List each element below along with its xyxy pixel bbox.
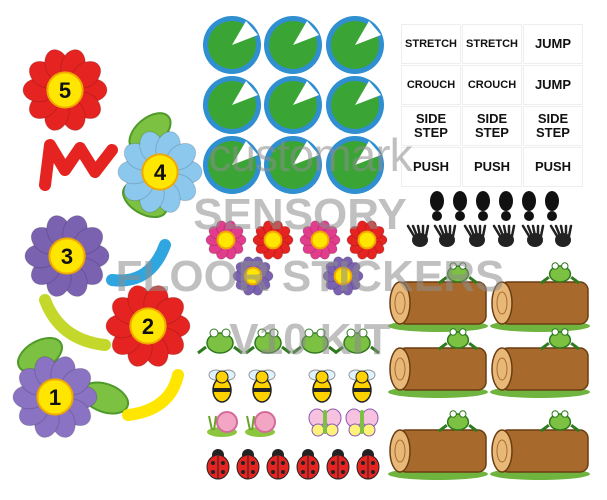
- leaping-frog-icon: [292, 328, 338, 355]
- word-card: SIDE STEP: [462, 106, 522, 146]
- sitting-frog-icon: [437, 262, 479, 285]
- sitting-frog-icon: [539, 262, 581, 285]
- word-card: PUSH: [462, 147, 522, 187]
- footprint-icon: [453, 191, 467, 221]
- small-flower-icon: [346, 220, 388, 260]
- small-flower-icon: [252, 220, 294, 260]
- word-card: CROUCH: [462, 65, 522, 105]
- handprint-icon: [433, 224, 457, 247]
- handprint-icon: [492, 224, 516, 247]
- watermark-brand: customark: [208, 129, 412, 181]
- number-flower-2: 2: [105, 285, 191, 367]
- ladybug-icon: [236, 449, 260, 480]
- number-flower-5: 5: [22, 49, 108, 131]
- lily-pad-icon: [203, 16, 261, 74]
- lily-pad-icon: [264, 76, 322, 134]
- snail-icon: [207, 411, 238, 437]
- number-flower-4: 4: [117, 131, 203, 213]
- number-flower-1: 1: [12, 356, 98, 438]
- footprint-icon: [476, 191, 490, 221]
- handprint-icon: [521, 224, 545, 247]
- watermark-line2: FLOOR STICKERS: [115, 252, 505, 301]
- sitting-frog-icon: [437, 328, 479, 351]
- footprint-icon: [499, 191, 513, 221]
- word-card: STRETCH: [462, 24, 522, 64]
- lily-pad-icon: [264, 136, 322, 194]
- sitting-frog-icon: [437, 410, 479, 433]
- curved-arrow-icon: [106, 239, 171, 287]
- sitting-frog-icon: [539, 410, 581, 433]
- watermark-line1: SENSORY: [193, 190, 407, 239]
- small-flower-icon: [205, 220, 247, 260]
- butterfly-icon: [308, 408, 342, 437]
- ladybug-icon: [296, 449, 320, 480]
- small-flower-icon: [232, 256, 274, 296]
- footprint-icon: [545, 191, 559, 221]
- ladybug-icon: [266, 449, 290, 480]
- leaping-frog-icon: [197, 328, 243, 355]
- flower-number: 2: [142, 314, 154, 339]
- lily-pad-icon: [203, 136, 261, 194]
- word-card: SIDE STEP: [401, 106, 461, 146]
- lily-pad-icon: [264, 16, 322, 74]
- log-with-frog-icon: [388, 347, 488, 398]
- leaping-frog-icon: [245, 328, 291, 355]
- bee-icon: [348, 369, 376, 403]
- small-flower-icon: [322, 256, 364, 296]
- lily-pad-icon: [326, 76, 384, 134]
- log-with-frog-icon: [490, 347, 590, 398]
- lily-pad-icon: [326, 16, 384, 74]
- sitting-frog-icon: [539, 328, 581, 351]
- ladybug-icon: [326, 449, 350, 480]
- log-with-frog-icon: [490, 429, 590, 480]
- lily-pad-icon: [203, 76, 261, 134]
- number-flower-3: 3: [24, 215, 110, 297]
- zigzag-arrow-icon: [39, 139, 118, 191]
- word-card: JUMP: [523, 65, 583, 105]
- ladybug-icon: [356, 449, 380, 480]
- curved-arrow-icon: [122, 369, 184, 421]
- curved-arrow-icon: [39, 294, 111, 351]
- bee-icon: [308, 369, 336, 403]
- word-card: PUSH: [523, 147, 583, 187]
- flower-number: 5: [59, 78, 71, 103]
- flower-number: 3: [61, 244, 73, 269]
- word-card: PUSH: [401, 147, 461, 187]
- ladybug-icon: [206, 449, 230, 480]
- snail-icon: [245, 411, 276, 437]
- word-card: JUMP: [523, 24, 583, 64]
- lily-pad-icon: [326, 136, 384, 194]
- watermark-line3: V10 KIT: [229, 315, 391, 364]
- footprint-icon: [522, 191, 536, 221]
- handprint-icon: [406, 224, 430, 247]
- handprint-icon: [549, 224, 573, 247]
- leaping-frog-icon: [334, 328, 380, 355]
- bee-icon: [248, 369, 276, 403]
- word-card: STRETCH: [401, 24, 461, 64]
- butterfly-icon: [345, 408, 379, 437]
- bee-icon: [208, 369, 236, 403]
- handprint-icon: [463, 224, 487, 247]
- footprint-icon: [430, 191, 444, 221]
- flower-number: 1: [49, 385, 61, 410]
- log-with-frog-icon: [388, 429, 488, 480]
- flower-number: 4: [154, 160, 167, 185]
- small-flower-icon: [299, 220, 341, 260]
- word-card: SIDE STEP: [523, 106, 583, 146]
- word-card: CROUCH: [401, 65, 461, 105]
